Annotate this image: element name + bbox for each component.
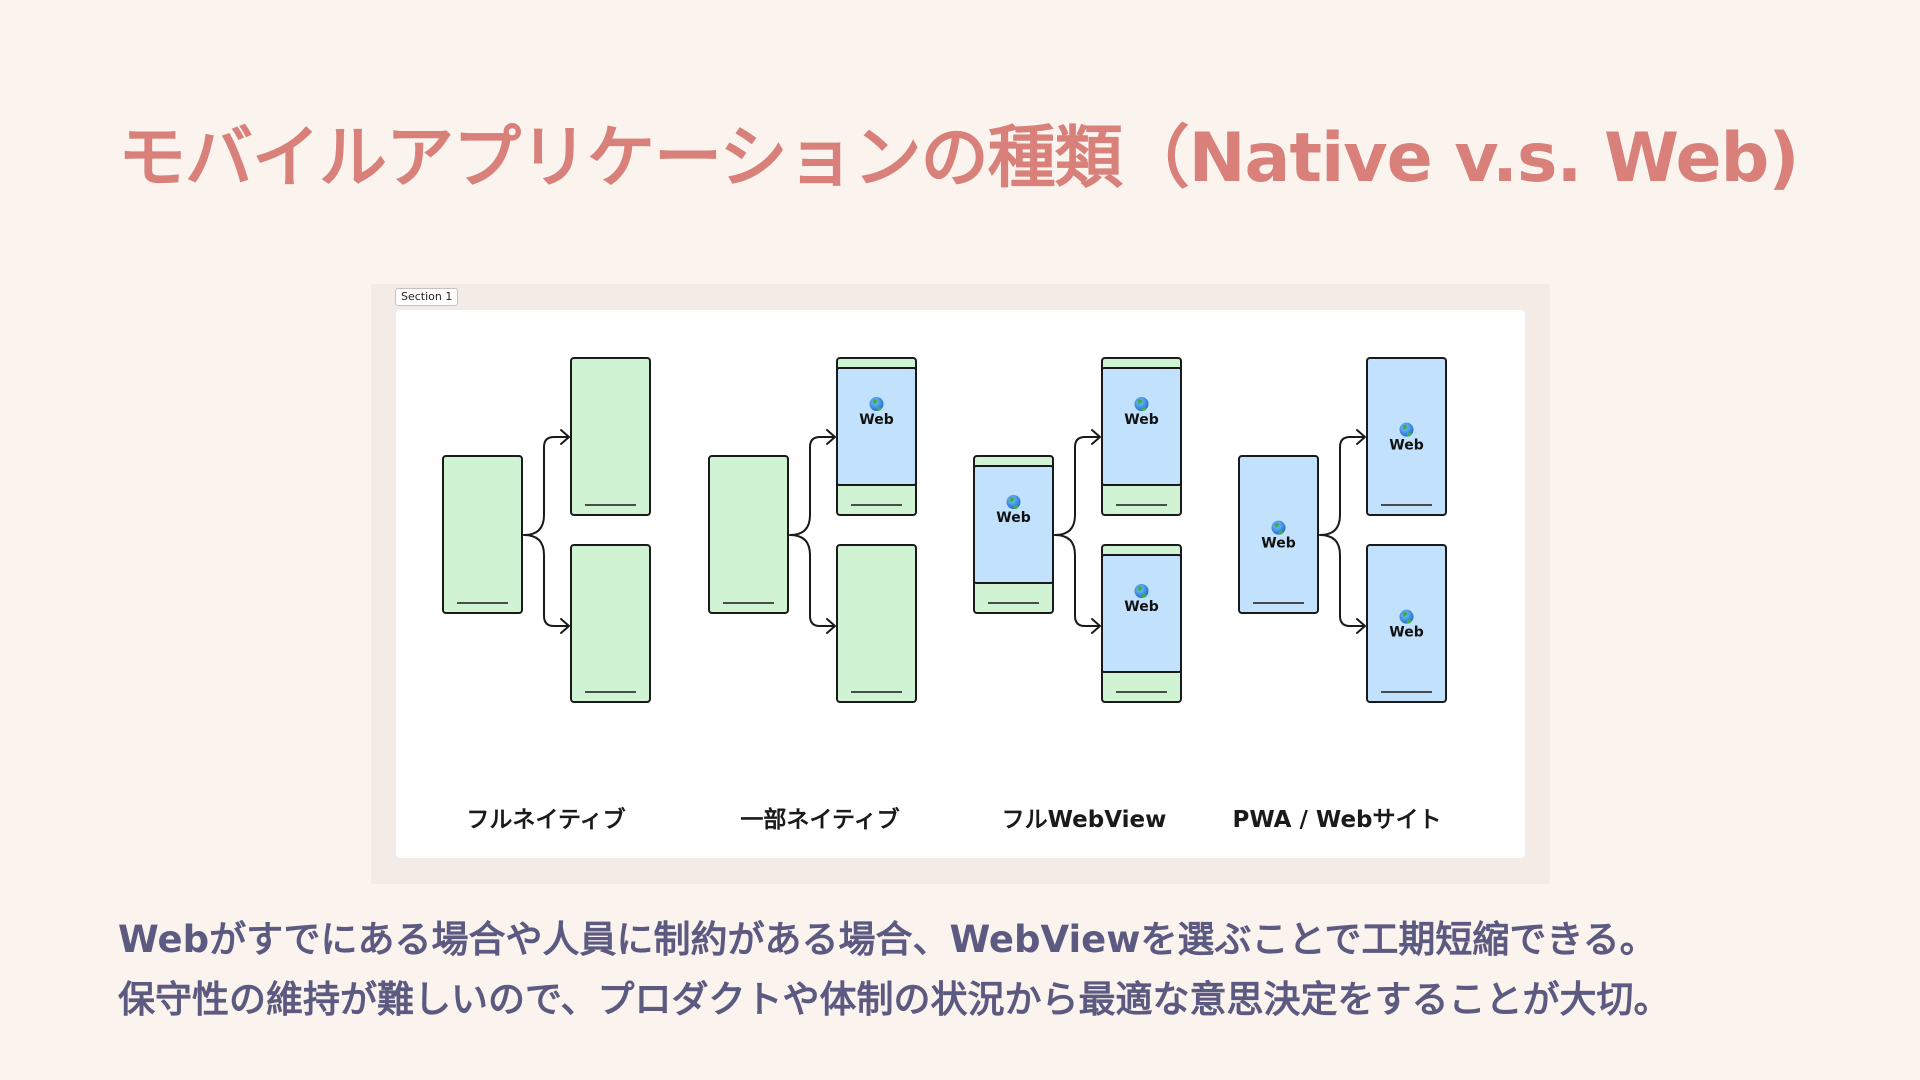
full-native-brace bbox=[523, 429, 570, 634]
web-label: Web bbox=[1261, 536, 1295, 552]
globe-icon bbox=[1006, 495, 1021, 509]
globe-icon bbox=[1271, 520, 1286, 535]
body-line-2: 保守性の維持が難しいので、プロダクトや体制の状況から最適な意思決定をすることが大… bbox=[118, 978, 1671, 1021]
arrowhead bbox=[1091, 618, 1101, 634]
connector-bottom bbox=[523, 534, 569, 627]
globe-land bbox=[1274, 522, 1284, 535]
globe-land bbox=[1137, 586, 1147, 598]
connector-bottom bbox=[789, 534, 835, 627]
web-label: Web bbox=[1389, 625, 1423, 641]
phone-body bbox=[836, 544, 917, 703]
full-native-target-phone-bottom bbox=[570, 544, 651, 703]
webview-area bbox=[1101, 367, 1182, 486]
phone-body bbox=[570, 357, 651, 516]
connector-bottom bbox=[1054, 534, 1100, 627]
arrowhead bbox=[1091, 429, 1101, 445]
web-label: Web bbox=[1124, 599, 1158, 615]
full-native-target-phone-top bbox=[570, 357, 651, 516]
phone-body bbox=[570, 544, 651, 703]
webview-area bbox=[973, 465, 1054, 584]
full-webview-target-phone-top: Web bbox=[1101, 357, 1182, 516]
caption-full-webview: フルWebView bbox=[1001, 807, 1167, 833]
connector-top bbox=[1054, 436, 1100, 536]
webview-area bbox=[836, 367, 917, 486]
arrowhead bbox=[560, 618, 570, 634]
globe-icon bbox=[1399, 422, 1414, 437]
full-webview-target-phone-bottom: Web bbox=[1101, 544, 1182, 703]
pwa-website-brace bbox=[1319, 429, 1366, 634]
globe-land bbox=[1402, 611, 1412, 624]
connector-top bbox=[789, 436, 835, 536]
phone-body bbox=[442, 455, 523, 614]
partial-native-source-phone bbox=[708, 455, 789, 614]
globe-land bbox=[872, 399, 882, 411]
pwa-website-source-phone: Web bbox=[1238, 455, 1319, 614]
body-line-1: Webがすでにある場合や人員に制約がある場合、WebViewを選ぶことで工期短縮… bbox=[118, 918, 1657, 961]
webview-area bbox=[1101, 554, 1182, 673]
arrowhead bbox=[826, 429, 836, 445]
pwa-website-target-phone-top: Web bbox=[1366, 357, 1447, 516]
arrowhead bbox=[826, 618, 836, 634]
web-label: Web bbox=[859, 412, 893, 428]
connector-top bbox=[1319, 436, 1365, 536]
globe-land bbox=[1009, 497, 1019, 509]
full-webview-source-phone: Web bbox=[973, 455, 1054, 614]
caption-pwa-website: PWA / Webサイト bbox=[1232, 807, 1442, 833]
body-text: Webがすでにある場合や人員に制約がある場合、WebViewを選ぶことで工期短縮… bbox=[118, 910, 1671, 1030]
caption-full-native: フルネイティブ bbox=[466, 807, 626, 833]
pwa-website-target-phone-bottom: Web bbox=[1366, 544, 1447, 703]
globe-icon bbox=[1134, 584, 1149, 598]
section-label[interactable]: Section 1 bbox=[395, 288, 459, 306]
globe-land bbox=[1402, 424, 1412, 437]
web-label: Web bbox=[1389, 438, 1423, 454]
connector-bottom bbox=[1319, 534, 1365, 627]
web-label: Web bbox=[1124, 412, 1158, 428]
full-webview-brace bbox=[1054, 429, 1101, 634]
globe-icon bbox=[1399, 609, 1414, 624]
arrowhead bbox=[1356, 618, 1366, 634]
arrowhead bbox=[1356, 429, 1366, 445]
page-title: モバイルアプリケーションの種類（Native v.s. Web) bbox=[118, 119, 1799, 198]
globe-icon bbox=[1134, 397, 1149, 411]
arrowhead bbox=[560, 429, 570, 445]
partial-native-brace bbox=[789, 429, 836, 634]
full-native-source-phone bbox=[442, 455, 523, 614]
connector-top bbox=[523, 436, 569, 536]
globe-icon bbox=[869, 397, 884, 411]
globe-land bbox=[1137, 399, 1147, 411]
caption-partial-native: 一部ネイティブ bbox=[740, 807, 900, 833]
web-label: Web bbox=[996, 510, 1030, 526]
partial-native-target-phone-bottom bbox=[836, 544, 917, 703]
phone-body bbox=[708, 455, 789, 614]
partial-native-target-phone-top: Web bbox=[836, 357, 917, 516]
